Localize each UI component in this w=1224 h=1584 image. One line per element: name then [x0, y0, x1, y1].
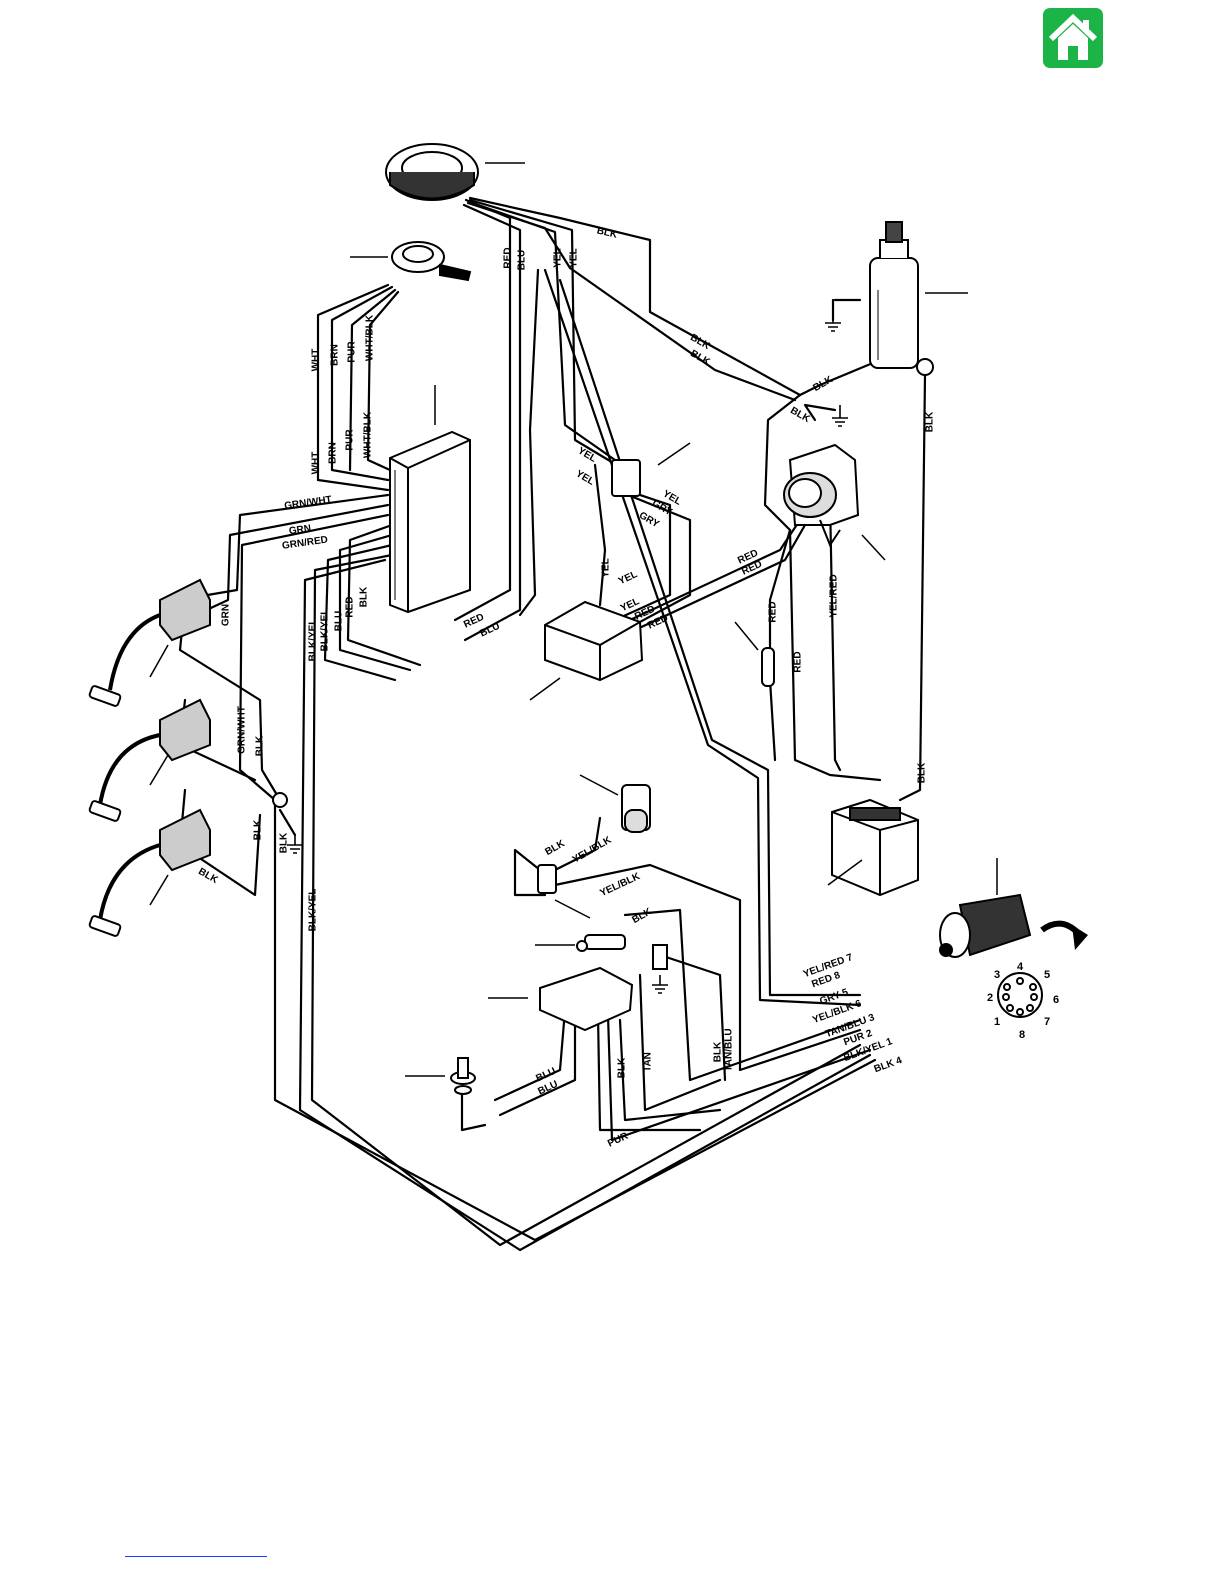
- wire-label: BLK/YEL: [308, 889, 319, 932]
- pin-number: 8: [1019, 1029, 1025, 1041]
- trigger: [391, 241, 472, 282]
- warning-module: [539, 966, 634, 1032]
- wire-label: YEL/RED: [829, 574, 840, 617]
- ground-junction: [272, 792, 288, 808]
- wire-label: GRN/WHT: [237, 706, 248, 754]
- temperature-sender: [450, 1057, 476, 1095]
- pin-number: 5: [1044, 969, 1050, 981]
- wire-label: WHT/BLK: [365, 314, 376, 361]
- wire-label: BLK: [255, 735, 266, 756]
- reference-leader-lines: [149, 162, 998, 1077]
- wire-label: BLK: [279, 832, 290, 853]
- wire-label: WHT: [311, 452, 322, 475]
- wire-label: BLK: [688, 332, 712, 352]
- wire-label: BLU: [517, 250, 528, 271]
- wire-label: BLK: [811, 374, 835, 394]
- wire-label: YEL: [574, 468, 596, 487]
- wire-label: RED: [793, 651, 804, 672]
- voltage-regulator-connector: [611, 459, 641, 497]
- wire-label: BLK/YEL: [320, 609, 331, 652]
- fuse: [576, 940, 588, 952]
- wire-label: BLU: [334, 611, 345, 632]
- wire-label: BLK 4: [873, 1055, 904, 1075]
- key-switch-pin-layout: [997, 972, 1043, 1018]
- choke-solenoid: [621, 784, 651, 833]
- wire-label: GRN/RED: [281, 534, 328, 551]
- wire-label: BLK: [925, 411, 936, 432]
- pin-number: 6: [1053, 994, 1059, 1006]
- wire-label: RED: [503, 247, 514, 268]
- wire-label: BRN: [330, 344, 341, 366]
- wire-label: WHT: [311, 349, 322, 372]
- starter-solenoid: [783, 443, 860, 548]
- wire-label: YEL: [553, 248, 564, 267]
- wire-label: BLK: [713, 1041, 724, 1062]
- wire-label: TAN/BLU: [724, 1028, 735, 1071]
- pin-number: 7: [1044, 1016, 1050, 1028]
- ground-bracket: [652, 944, 668, 970]
- wire-label: BLK: [359, 586, 370, 607]
- wire-label: YEL: [601, 558, 612, 577]
- wire-label: WHT/BLK: [363, 411, 374, 458]
- wire-label: BLK: [917, 762, 928, 783]
- wire-label: YEL/BLK: [571, 834, 614, 865]
- pin-number: 3: [994, 969, 1000, 981]
- components: [88, 143, 1043, 1095]
- wire-label: BLK: [253, 819, 264, 840]
- wire-label: BLU: [478, 621, 501, 640]
- wire-label: BLK: [543, 838, 567, 858]
- footer-link[interactable]: [125, 1556, 267, 1557]
- key-turn-arrowhead: [1072, 925, 1088, 950]
- ignition-key-switch: [939, 893, 1032, 958]
- home-button[interactable]: [1043, 8, 1103, 68]
- home-icon: [1048, 13, 1098, 60]
- fuse-inline: [761, 647, 775, 687]
- wire-label: GRN/WHT: [284, 494, 333, 512]
- starter-motor: [869, 221, 919, 369]
- rectifier: [544, 600, 644, 682]
- pin-number: 4: [1017, 961, 1024, 973]
- pin-number: 2: [987, 992, 993, 1004]
- wire-label: BRN: [328, 442, 339, 464]
- battery: [831, 798, 919, 897]
- wire-label: BLK: [617, 1057, 628, 1078]
- wire-label: PUR: [606, 1130, 630, 1149]
- warning-switch: [537, 864, 557, 894]
- wire-label: RED: [345, 596, 356, 617]
- wire-label: GRN: [288, 523, 312, 537]
- wire-label: TAN: [643, 1052, 654, 1072]
- ground-symbols: [287, 320, 848, 994]
- stator: [385, 143, 479, 201]
- wire-label: YEL: [569, 248, 580, 267]
- wiring-harness: [176, 196, 927, 1252]
- wire-label: RED: [768, 601, 779, 622]
- pin-numbers: 4 3 5 2 6 1 7 8: [987, 961, 1059, 1041]
- wire-label: YEL: [576, 445, 598, 464]
- pin-number: 1: [994, 1016, 1000, 1028]
- wire-label: BLK: [596, 225, 619, 241]
- wire-label: PUR: [345, 429, 356, 451]
- wire-label: BLK: [630, 906, 654, 926]
- wire-label: BLK: [788, 405, 812, 425]
- battery-cable-terminal: [916, 358, 934, 376]
- wire-label: GRN: [221, 604, 232, 626]
- wire-label: PUR: [347, 341, 358, 363]
- wire-label: BLK/YEL: [308, 619, 319, 662]
- wire-label: YEL: [617, 569, 639, 587]
- switch-box: [389, 430, 471, 614]
- fuse-holder: [584, 934, 626, 950]
- ignition-coils: [88, 578, 211, 937]
